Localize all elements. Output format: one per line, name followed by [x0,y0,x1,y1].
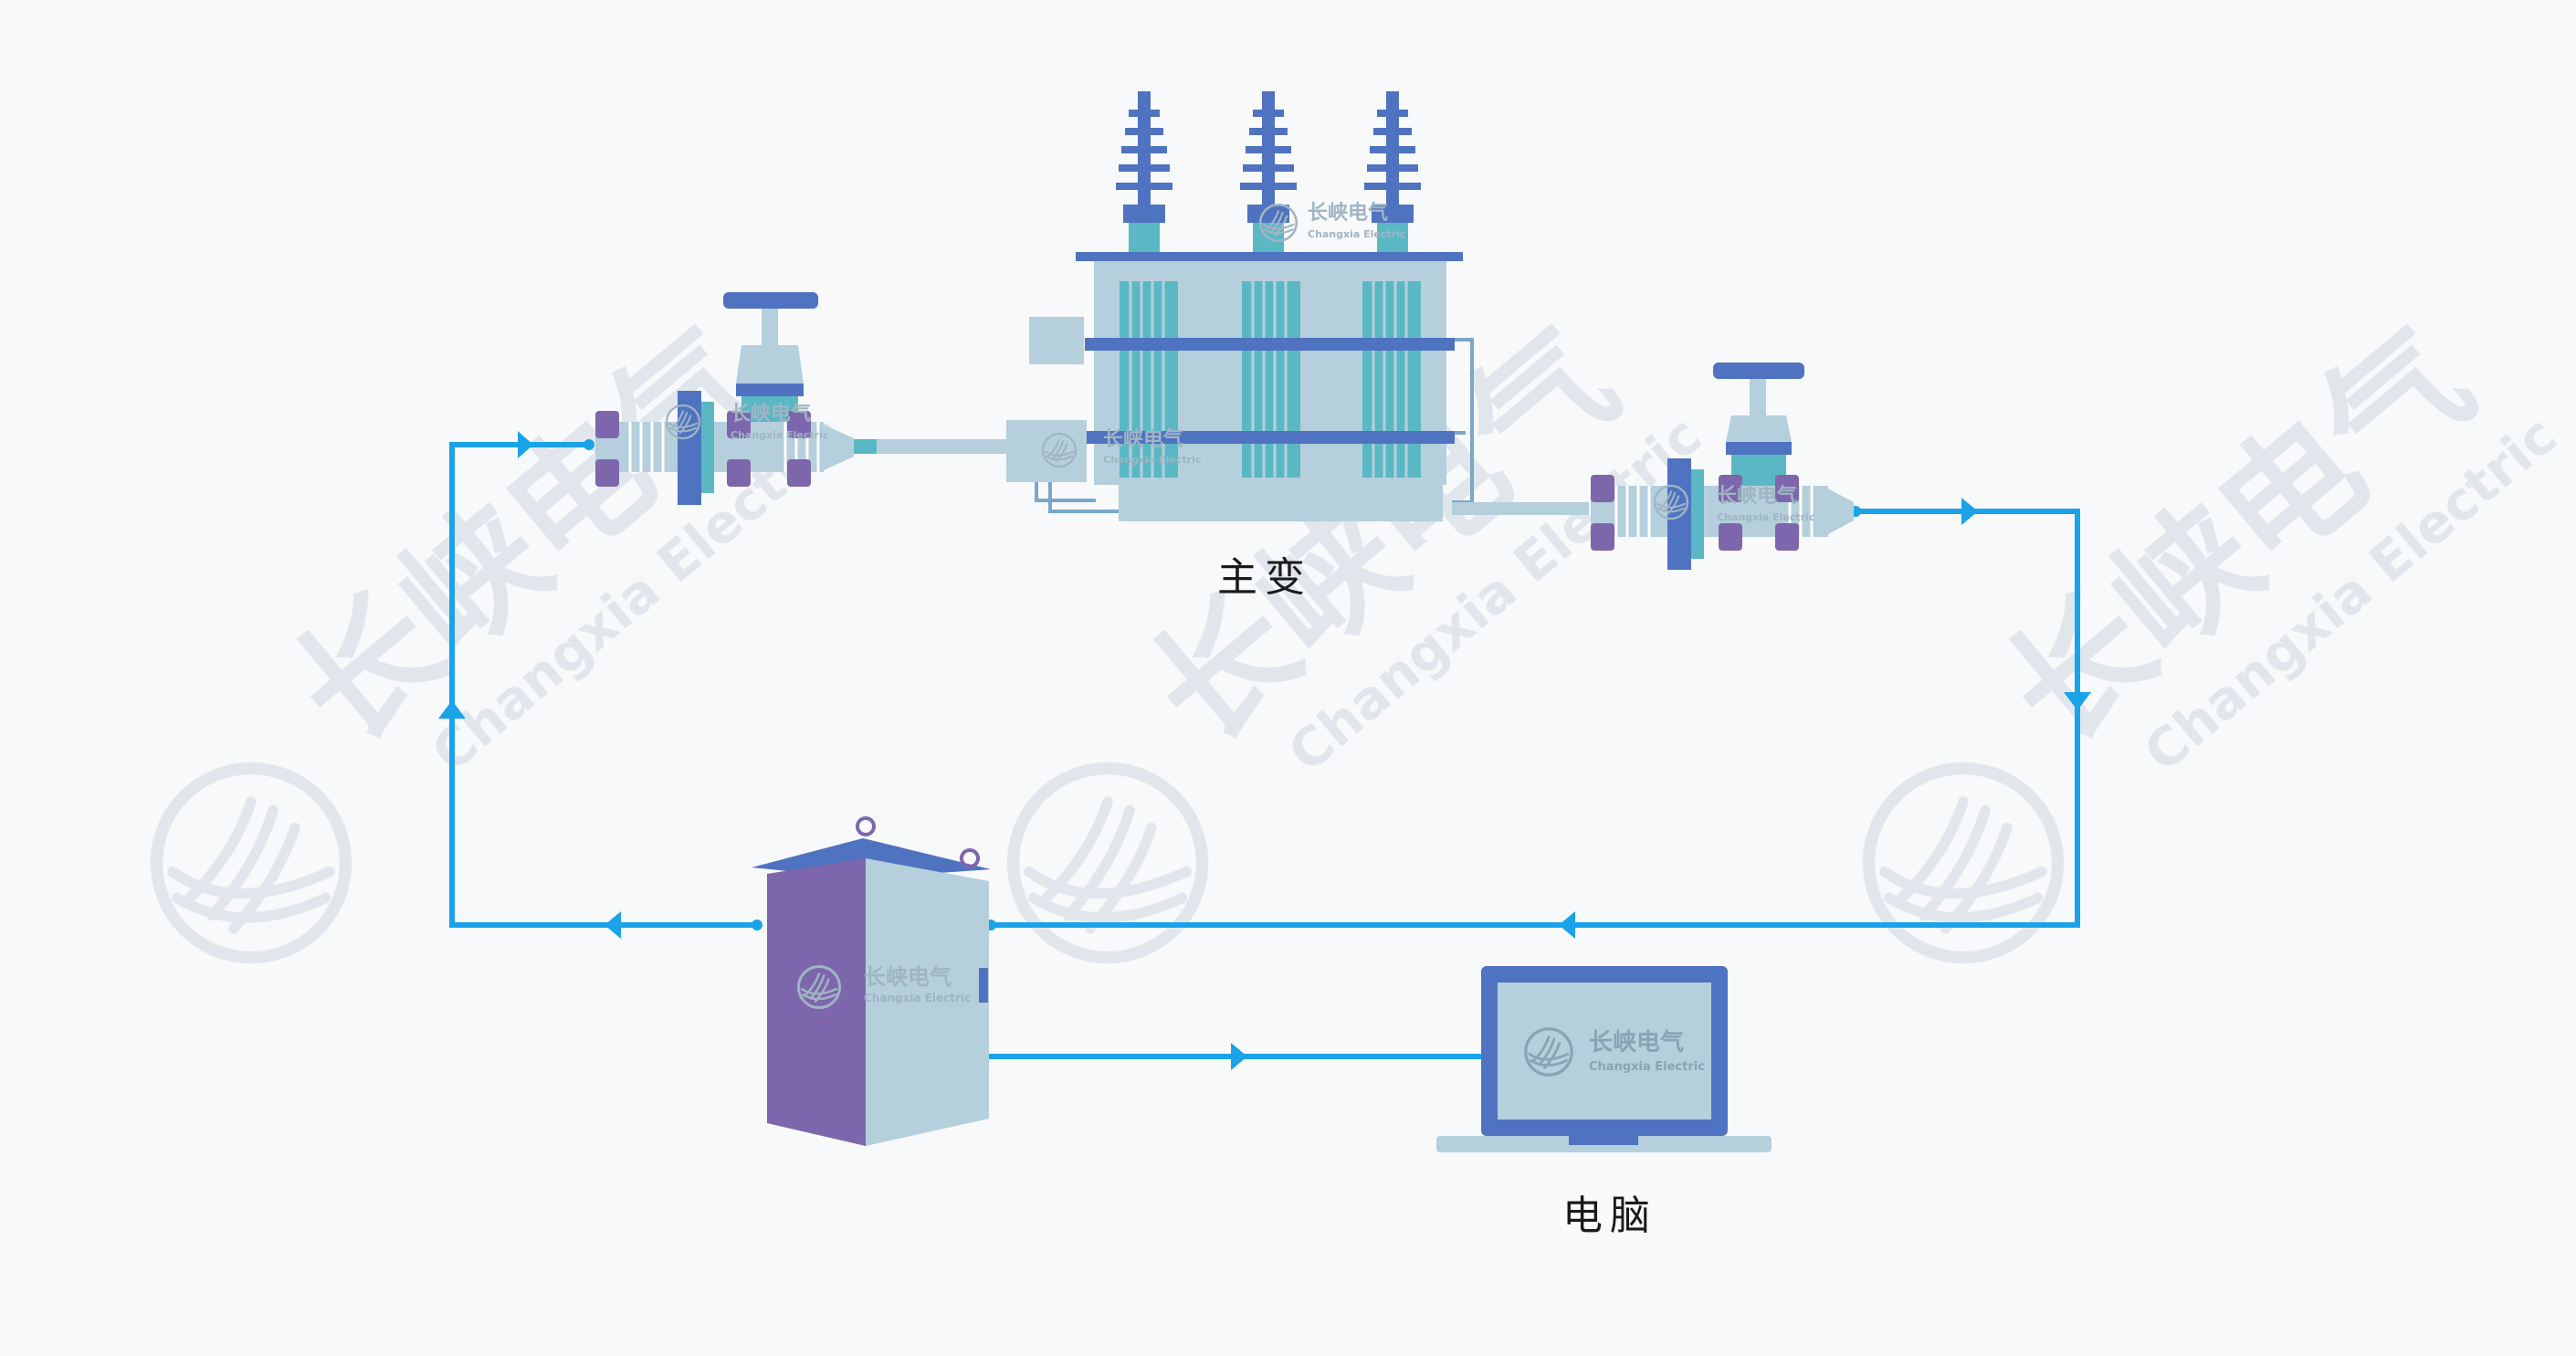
cabinet-front [866,858,989,1146]
monitoring-cabinet[interactable]: 长峡电气 Changxia Electric [752,816,991,1146]
cabinet-handle [979,968,988,1003]
valve-handwheel [723,292,818,309]
sensor-nozzle [824,425,854,470]
logo-text-en: Changxia Electric [731,429,828,441]
arrow-left-icon [1559,911,1575,939]
valve-bonnet [1726,415,1792,442]
connector-dot [584,439,594,450]
arrow-right-icon [1961,498,1978,525]
transformer-inlet-pipe [872,439,1009,454]
cabinet-lifting-ring [856,816,876,836]
watermark-logo-icon [157,769,346,958]
bushing [1364,91,1421,256]
logo-text-cn: 长峡电气 [864,964,952,990]
transformer-side-box [1029,317,1084,364]
transformer-side-box [1006,420,1087,482]
logo-text-en: Changxia Electric [1103,454,1201,466]
arrow-left-icon [605,911,621,939]
computer-laptop[interactable]: 长峡电气 Changxia Electric [1436,966,1772,1152]
sensor-flange [1667,458,1691,570]
main-transformer[interactable]: 长峡电气 Changxia Electric 长峡电气 Changxia Ele… [872,91,1589,521]
valve-stem [762,309,778,345]
valve-stem [1750,379,1766,415]
valve-handwheel [1713,363,1804,379]
valve-bonnet [736,345,804,384]
computer-label: 电脑 [1562,1193,1657,1239]
bushing [1116,91,1172,256]
transformer-base [1119,485,1443,521]
logo-text-en: Changxia Electric [1589,1060,1705,1074]
arrow-right-icon [1231,1043,1247,1070]
watermark-logo-icon [1014,769,1203,958]
bushing [1240,91,1297,256]
laptop-hinge [1569,1136,1638,1145]
transformer-top-plate [1076,252,1463,261]
valve-sensor-right[interactable]: 长峡电气 Changxia Electric [1591,363,1854,570]
arrow-up-icon [438,700,466,719]
sensor-nozzle [1828,489,1854,534]
logo-text-cn: 长峡电气 [1308,201,1388,225]
transformer-label: 主变 [1217,554,1312,601]
transformer-outlet-pipe [1452,502,1589,515]
connector-dot [752,920,762,930]
logo-text-cn: 长峡电气 [1717,484,1797,508]
logo-text-en: Changxia Electric [1308,228,1405,240]
watermark-logo-icon [1869,769,2058,958]
flow-arrows [438,431,2091,1070]
valve-sensor-left[interactable]: 长峡电气 Changxia Electric [595,292,877,505]
logo-text-en: Changxia Electric [864,992,971,1004]
logo-text-cn: 长峡电气 [1589,1028,1684,1056]
logo-text-en: Changxia Electric [1717,511,1814,523]
transformer-bands [1085,338,1455,444]
arrow-down-icon [2064,692,2091,710]
logo-text-cn: 长峡电气 [1103,427,1183,451]
laptop-screen [1498,983,1711,1119]
watermark-text-group: 长峡电气 Changxia Electric [1978,300,2568,784]
transformer-bushings [1116,91,1421,256]
sensor-flange-bolts [595,411,811,487]
sensor-flange-bolts [1591,475,1799,551]
arrow-right-icon [518,431,533,458]
cabinet-side [767,858,866,1146]
logo-text-cn: 长峡电气 [731,402,811,426]
cabinet-lifting-ring [960,848,980,868]
sensor-flange [678,391,701,505]
